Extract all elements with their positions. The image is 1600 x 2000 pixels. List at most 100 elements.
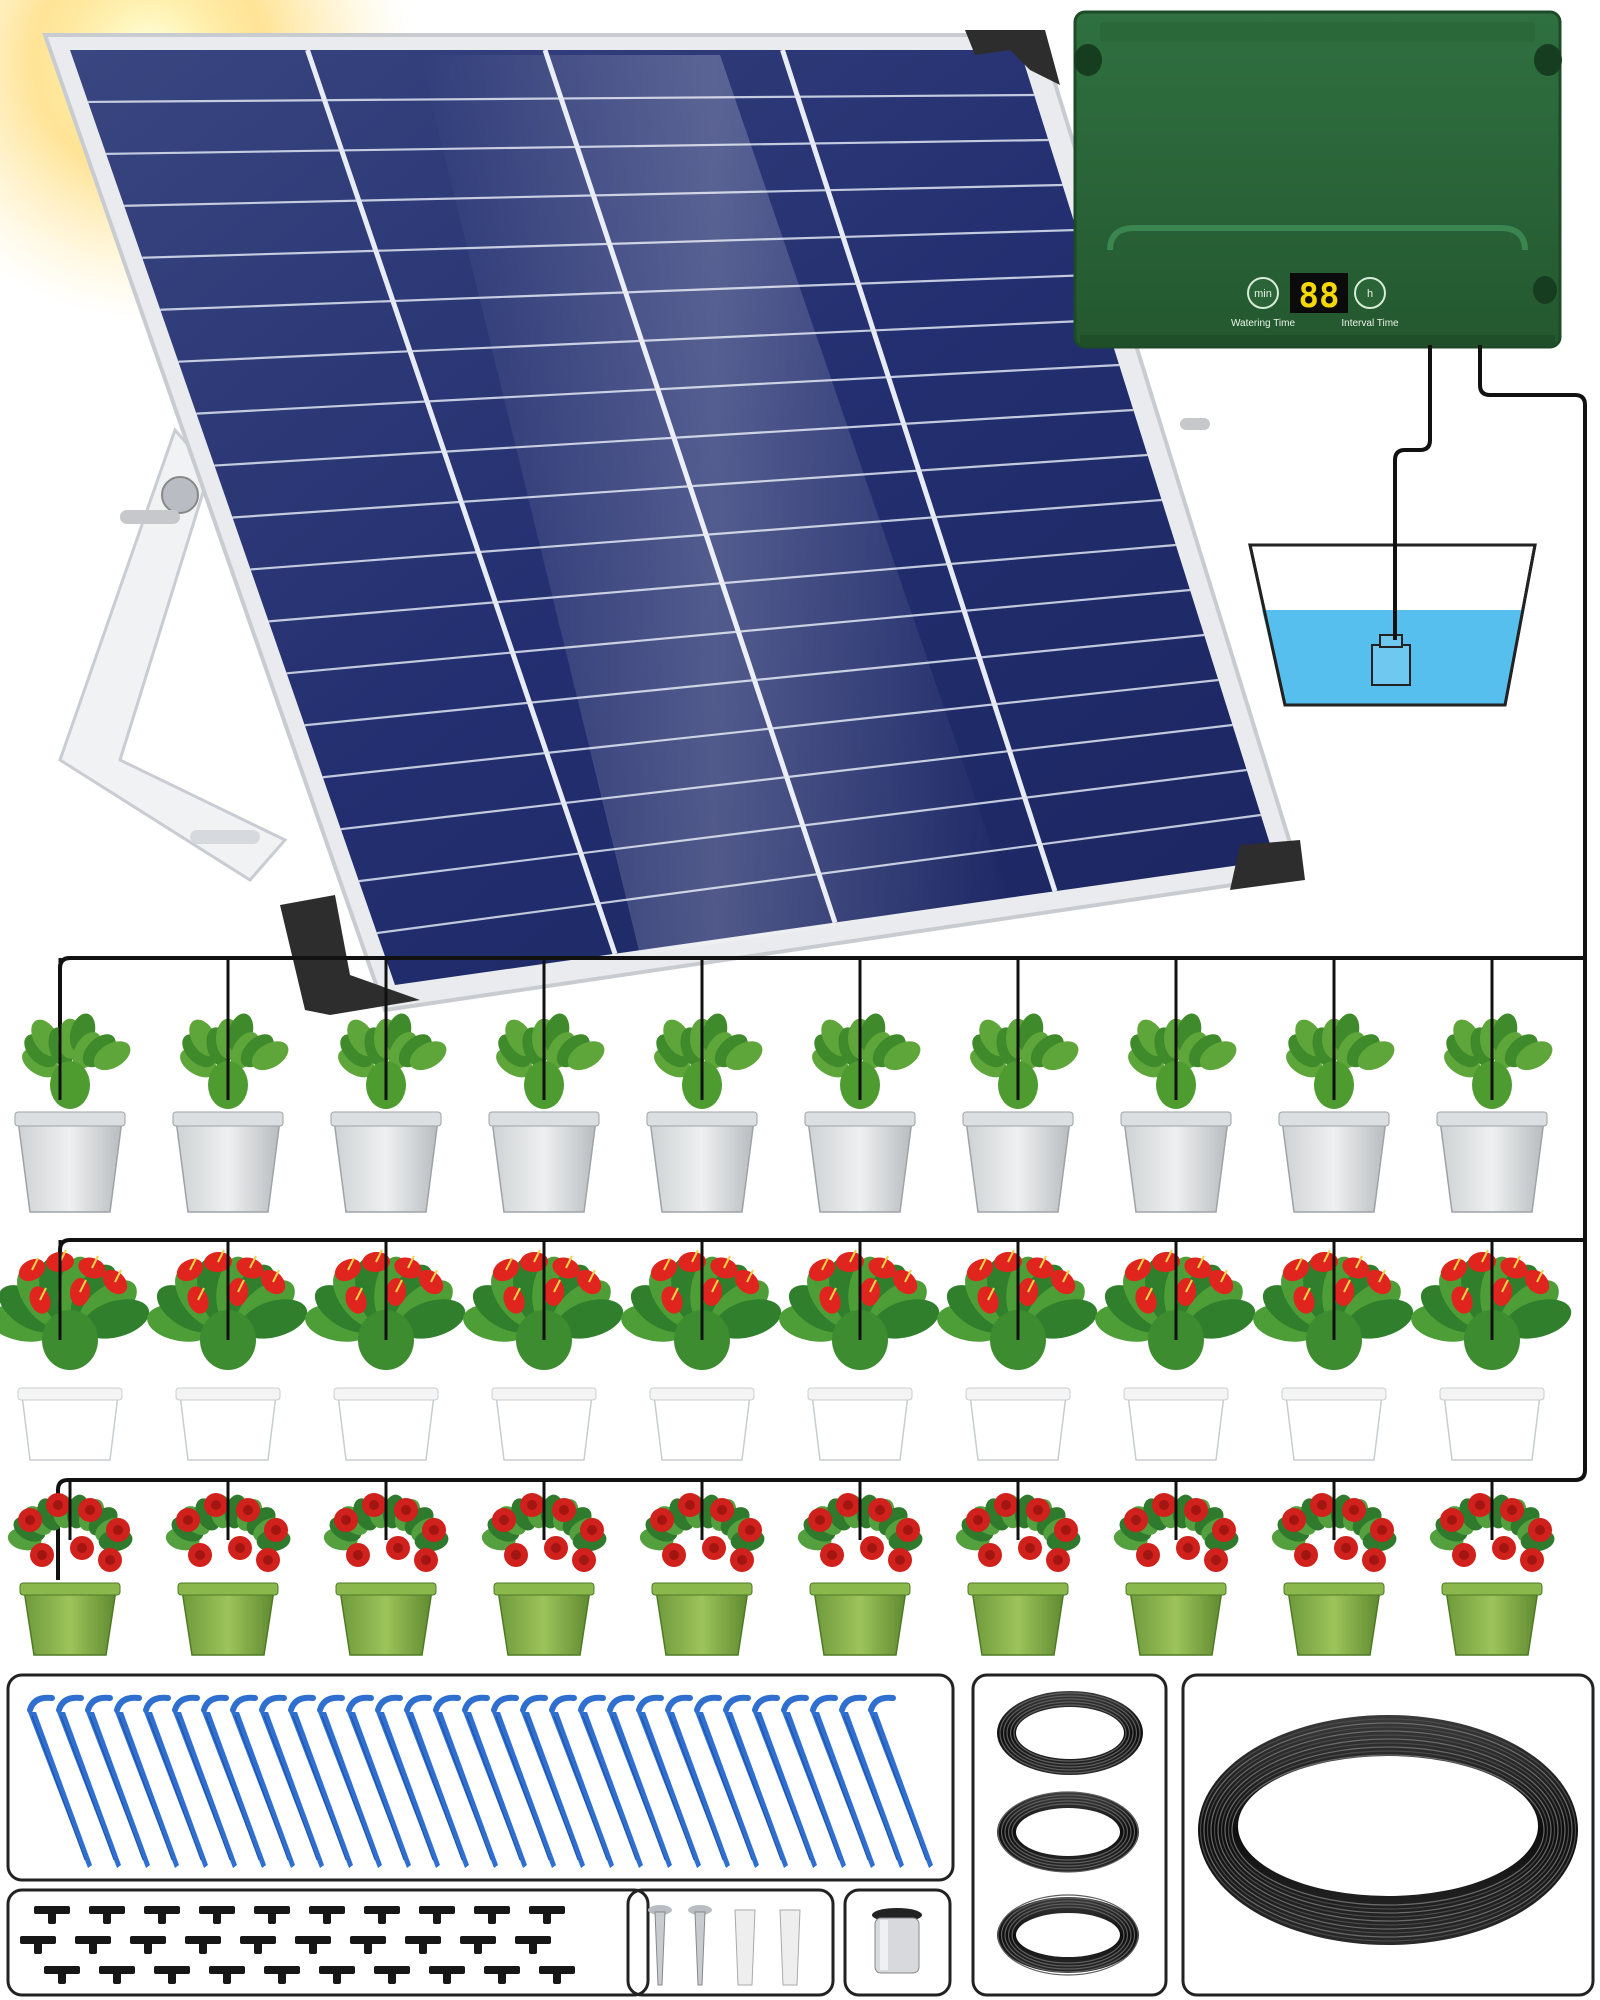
tee-connector-icon: [254, 1906, 290, 1924]
large-tube-coil: [1198, 1715, 1578, 1945]
succulent-plant: [330, 958, 447, 1213]
dripper-stake-icon: [56, 1694, 121, 1868]
anthurium-plant: [779, 1240, 940, 1461]
dripper-stake-icon: [694, 1694, 759, 1868]
screw-icon: [648, 1905, 672, 1986]
wall-anchor-icon: [734, 1909, 756, 1986]
tee-box: [6, 1888, 650, 1997]
interval-time-button-label: h: [1367, 288, 1373, 300]
tee-connector-icon: [295, 1936, 331, 1954]
tee-connector-icon: [539, 1966, 575, 1984]
tee-connector-icon: [515, 1936, 551, 1954]
dripper-stake-icon: [491, 1694, 556, 1868]
plant-row-roses: [7, 1480, 1555, 1656]
dripper-stake-icon: [201, 1694, 266, 1868]
succulent-plant: [804, 958, 921, 1213]
coil-ring-highlights: [997, 1692, 1577, 1976]
succulent-plant: [14, 958, 131, 1213]
solar-panel: [42, 30, 1305, 1015]
tee-connector-icon: [75, 1936, 111, 1954]
water-bucket: [1248, 543, 1537, 707]
tee-connector-icon: [529, 1906, 565, 1924]
dripper-stake-icon: [781, 1694, 846, 1868]
dripper-stake-icon: [317, 1694, 382, 1868]
anthurium-plant: [937, 1240, 1098, 1461]
rose-plant: [955, 1480, 1081, 1656]
dripper-stake-icon: [665, 1694, 730, 1868]
tee-connector-icon: [429, 1966, 465, 1984]
anthurium-plant: [0, 1240, 150, 1461]
tee-connector-icon: [350, 1936, 386, 1954]
rose-plant: [639, 1480, 765, 1656]
tee-connector-icon: [405, 1936, 441, 1954]
watering-time-button[interactable]: [1247, 277, 1279, 309]
led-display-value: 88: [1299, 276, 1340, 316]
dripper-stake-icon: [462, 1694, 527, 1868]
panel-stand: [58, 418, 1210, 882]
tee-connector-icon: [319, 1966, 355, 1984]
screw-box: [626, 1888, 835, 1997]
tee-connector-icon: [44, 1966, 80, 1984]
dripper-stake-icon: [636, 1694, 701, 1868]
dripper-stake-icon: [752, 1694, 817, 1868]
plant-row-succulents: [14, 956, 1585, 1213]
dripper-stake-icon: [143, 1694, 208, 1868]
rose-plant: [1271, 1480, 1397, 1656]
succulent-plant: [646, 958, 763, 1213]
rose-plant: [165, 1480, 291, 1656]
succulent-plant: [488, 958, 605, 1213]
tee-connector-icon: [20, 1936, 56, 1954]
plant-row-anthuriums: [0, 1240, 1572, 1461]
rose-plant: [481, 1480, 607, 1656]
dripper-stake-icon: [868, 1694, 933, 1868]
tee-connector-icon: [240, 1936, 276, 1954]
dripper-stake-icon: [520, 1694, 585, 1868]
tee-connector-icon: [130, 1936, 166, 1954]
tee-connector-icon: [474, 1906, 510, 1924]
tee-connector-icon: [154, 1966, 190, 1984]
succulent-plant: [1436, 958, 1553, 1213]
tee-connector-icon: [144, 1906, 180, 1924]
tee-connector-icon: [99, 1966, 135, 1984]
anthurium-plant: [1095, 1240, 1256, 1461]
anthurium-plant: [621, 1240, 782, 1461]
dripper-stake-icon: [230, 1694, 295, 1868]
rose-plant: [323, 1480, 449, 1656]
dripper-stake-icon: [85, 1694, 150, 1868]
tee-connector-icon: [419, 1906, 455, 1924]
watering-time-caption: Watering Time: [1231, 318, 1296, 329]
dripper-stake-icon: [114, 1694, 179, 1868]
dripper-stake-icon: [549, 1694, 614, 1868]
tee-connector-icon: [374, 1966, 410, 1984]
dripper-stake-icon: [839, 1694, 904, 1868]
succulent-plant: [1278, 958, 1395, 1213]
tee-connector-icon: [199, 1906, 235, 1924]
wall-anchor-icon: [779, 1909, 801, 1986]
rose-plant: [797, 1480, 923, 1656]
anthurium-plant: [147, 1240, 308, 1461]
dripper-stake-icon: [404, 1694, 469, 1868]
filter-box: [843, 1888, 952, 1997]
screw-icon: [688, 1905, 712, 1986]
large-coil-box: [1181, 1673, 1595, 1997]
accessory-panels: [6, 1673, 1595, 1997]
anthurium-plant: [1411, 1240, 1572, 1461]
watering-time-button-label: min: [1254, 288, 1272, 300]
interval-time-button[interactable]: [1354, 277, 1386, 309]
anthurium-plant: [305, 1240, 466, 1461]
tee-connector-icon: [209, 1966, 245, 1984]
rose-plant: [7, 1480, 133, 1656]
dripper-stake-icon: [346, 1694, 411, 1868]
tee-connector-icon: [89, 1906, 125, 1924]
tee-connectors: [20, 1906, 575, 1984]
led-display: [1290, 273, 1348, 313]
tee-connector-icon: [185, 1936, 221, 1954]
screws-and-anchors: [648, 1905, 801, 1986]
anthurium-plant: [1253, 1240, 1414, 1461]
filter-icon: [872, 1908, 922, 1974]
dripper-stakes: [27, 1694, 933, 1868]
succulent-plant: [1120, 958, 1237, 1213]
tee-connector-icon: [264, 1966, 300, 1984]
rose-plant: [1429, 1480, 1555, 1656]
dripper-stake-icon: [27, 1694, 92, 1868]
